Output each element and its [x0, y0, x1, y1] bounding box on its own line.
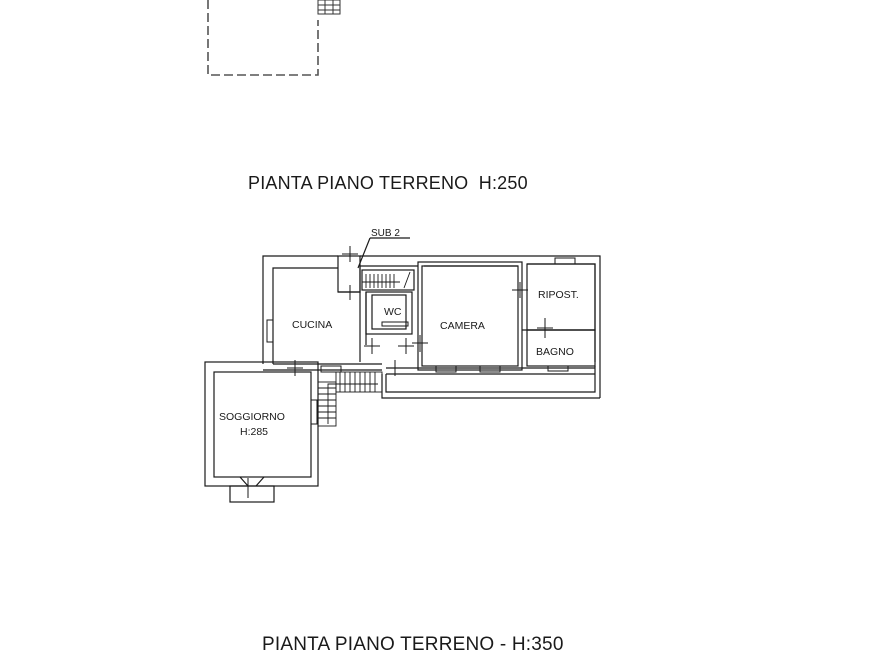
room-label-cucina: CUCINA	[292, 319, 333, 331]
sub2-leader-line	[357, 237, 410, 269]
door-markers	[247, 246, 553, 498]
upper-floor-dashed-outline	[207, 0, 319, 76]
stairs-lower	[317, 371, 383, 427]
upper-stair-grid-icon	[317, 0, 341, 15]
room-label-bagno: BAGNO	[536, 346, 574, 358]
windows	[266, 257, 576, 425]
interior-walls	[263, 255, 596, 371]
room-height-soggiorno: H:285	[240, 426, 269, 438]
sub2-label: SUB 2	[371, 228, 400, 239]
room-label-soggiorno: SOGGIORNO	[219, 411, 285, 423]
plan-title-top: PIANTA PIANO TERRENO H:250	[248, 173, 528, 193]
room-label-wc: WC	[384, 306, 402, 318]
stairs-upper	[362, 271, 411, 289]
room-label-ripostiglio: RIPOST.	[538, 289, 579, 301]
room-label-camera: CAMERA	[440, 320, 485, 332]
plan-title-bottom: PIANTA PIANO TERRENO - H:350	[262, 634, 564, 655]
